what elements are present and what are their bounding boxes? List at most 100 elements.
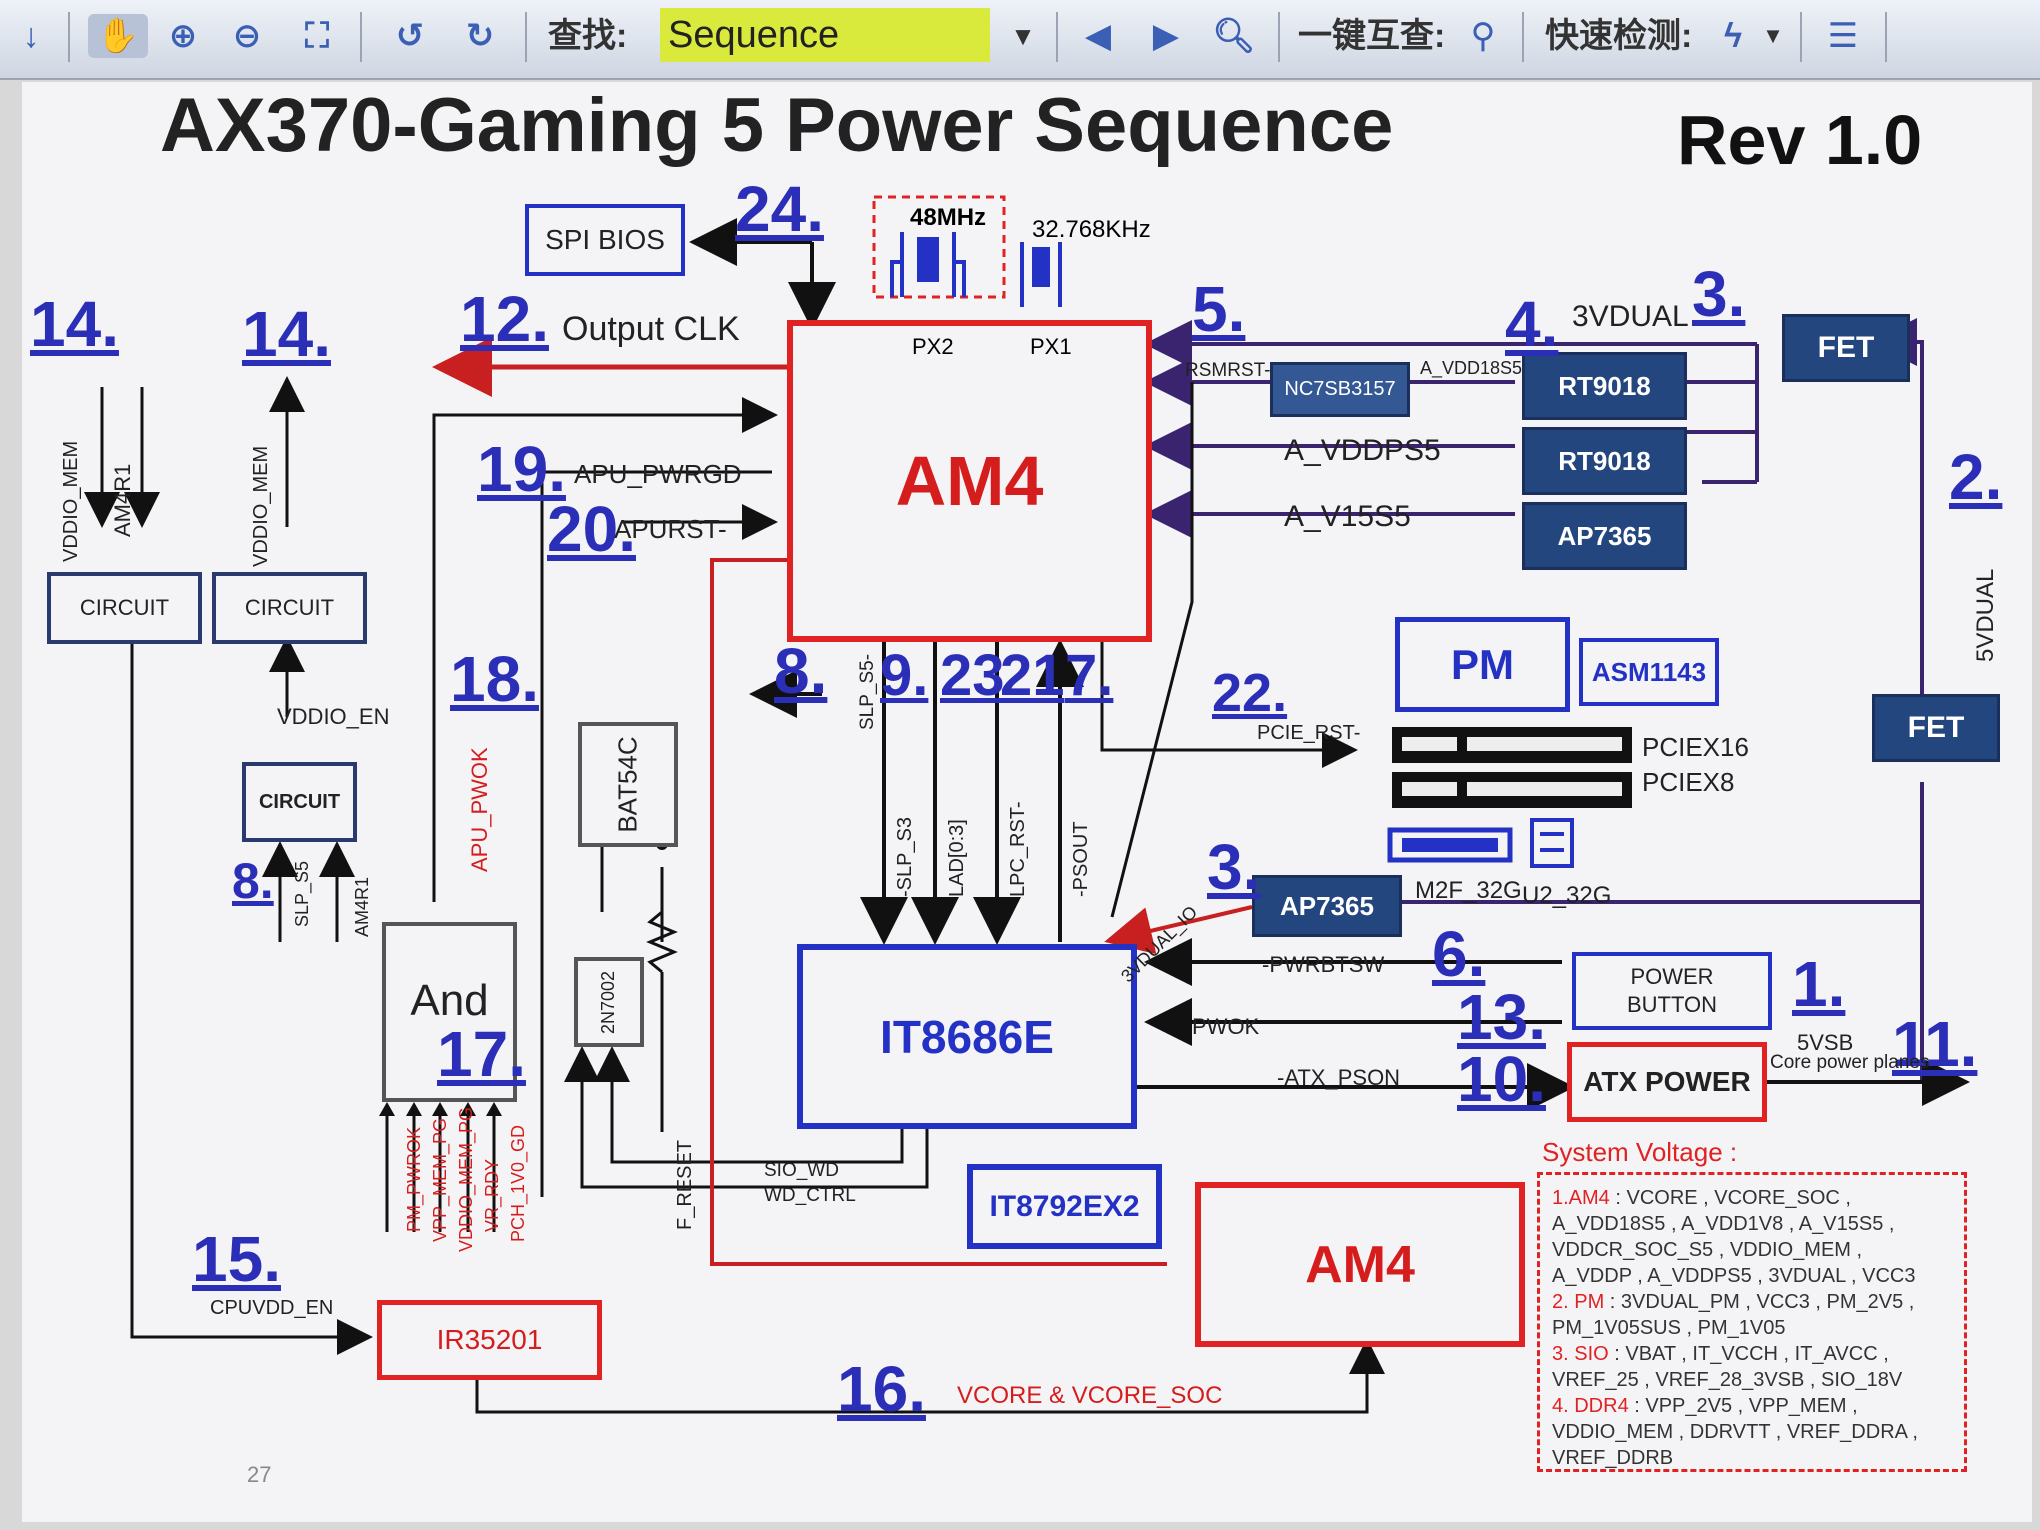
step-19: 19. [477,433,566,505]
system-voltage-text: VDDCR_SOC_S5 , VDDIO_MEM , [1552,1239,1863,1261]
system-voltage-text: VREF_DDRB [1552,1447,1674,1469]
f-reset-label: F_RESET [674,1139,696,1230]
u2-label: U2_32G [1522,882,1612,909]
step-18: 18. [450,643,539,715]
step-20: 20. [547,493,636,565]
am4-core-block: AM4 [1195,1182,1525,1347]
a-vdd18s5-label: A_VDD18S5 [1420,358,1523,378]
apu-pwrgd-label: APU_PWRGD [574,459,742,489]
step-3-lower: 3. [1207,831,1261,903]
pcie-rst-label: PCIE_RST- [1257,722,1361,744]
step-3-top: 3. [1692,258,1746,330]
sio-wd-label: SIO_WD [764,1160,839,1181]
arrow-down-icon[interactable]: ↓ [22,16,40,55]
pciex16-label: PCIEX16 [1642,732,1749,762]
circuit-block-1: CIRCUIT [47,572,202,644]
system-voltage-line: VDDIO_MEM , DDRVTT , VREF_DDRA , [1552,1419,1952,1445]
step-8-top: 8. [774,635,828,707]
next-result-icon[interactable]: ▶ [1152,17,1180,55]
document-list-icon[interactable]: ☰ [1827,17,1859,55]
system-voltage-tag: 1.AM4 [1552,1187,1616,1209]
system-voltage-tag: 2. PM [1552,1291,1610,1313]
step-10: 10. [1457,1043,1546,1115]
step-9: 9. [880,643,929,708]
system-voltage-line: 4. DDR4 : VPP_2V5 , VPP_MEM , [1552,1393,1952,1419]
step-7: 7. [1065,643,1114,708]
pwrbtsw-label: -PWRBTSW [1262,952,1385,977]
apu-pwok-label: APU_PWOK [467,747,492,872]
output-clk-label: Output CLK [562,310,740,348]
system-voltage-text: A_VDD18S5 , A_VDD1V8 , A_V15S5 , [1552,1213,1895,1235]
vddio-mem-label-b: VDDIO_MEM [250,445,272,567]
system-voltage-line: A_VDDP , A_VDDPS5 , 3VDUAL , VCC3 [1552,1263,1952,1289]
cross-check-label: 一键互查: [1298,17,1446,55]
step-12: 12. [460,283,549,355]
nc7sb3157-block: NC7SB3157 [1270,362,1410,417]
power-button-block: POWER BUTTON [1572,952,1772,1030]
circuit-block-2: CIRCUIT [212,572,367,644]
toolbar: ↓ ✋ ⊕ ⊖ ⛶ ↺ ↻ 查找: Sequence ▼ ◀ ▶ 🔍︎ 一键互查… [0,0,2040,80]
wire-layer [84,82,1970,1414]
search-input[interactable]: Sequence [660,8,990,62]
rotate-right-icon[interactable]: ↻ [465,17,495,55]
step-14-left: 14. [30,288,119,360]
previous-result-icon[interactable]: ◀ [1084,17,1112,55]
search-icon[interactable]: 🔍︎ [1212,17,1256,55]
system-voltage-box: 1.AM4 : VCORE , VCORE_SOC ,A_VDD18S5 , A… [1537,1172,1967,1472]
find-label: 查找: [548,17,628,55]
and-gate-block: And [382,922,517,1102]
rt9018-b-block: RT9018 [1522,427,1687,495]
ap7365-b-block: AP7365 [1252,875,1402,937]
5vsb-label: 5VSB [1797,1030,1854,1055]
transistor-block: 2N7002 [574,957,644,1047]
system-voltage-title: System Voltage : [1542,1137,1738,1167]
pciex8-label: PCIEX8 [1642,767,1735,797]
crystal-48mhz-label: 48MHz [910,204,987,231]
dropdown-arrow-icon[interactable]: ▼ [1010,20,1036,51]
zoom-out-icon[interactable]: ⊖ [232,17,262,55]
bat54c-label: BAT54C [612,736,643,833]
system-voltage-line: PM_1V05SUS , PM_1V05 [1552,1315,1952,1341]
pch-1v0-gd-label: PCH_1V0_GD [508,1124,528,1242]
lpc-rst-label: LPC_RST- [1007,801,1029,897]
asm1143-block: ASM1143 [1579,638,1719,706]
am4-cpu-block: AM4 [787,320,1152,642]
system-voltage-text: A_VDDP , A_VDDPS5 , 3VDUAL , VCC3 [1552,1265,1916,1287]
rsmrst-label: RSMRST- [1185,360,1271,381]
step-13: 13. [1457,981,1546,1053]
system-voltage-line: VREF_25 , VREF_28_3VSB , SIO_18V [1552,1367,1952,1393]
system-voltage-tag: 3. SIO [1552,1343,1615,1365]
atx-power-block: ATX POWER [1567,1042,1767,1122]
transistor-label: 2N7002 [598,970,619,1034]
step-16: 16. [837,1353,926,1425]
ap7365-a-block: AP7365 [1522,502,1687,570]
system-voltage-line: 1.AM4 : VCORE , VCORE_SOC , [1552,1185,1952,1211]
system-voltage-line: 2. PM : 3VDUAL_PM , VCC3 , PM_2V5 , [1552,1289,1952,1315]
location-pin-icon[interactable]: ⚲ [1470,17,1496,55]
system-voltage-text: : VPP_2V5 , VPP_MEM , [1634,1395,1858,1417]
lightning-icon[interactable]: ϟ [1724,16,1742,55]
system-voltage-line: A_VDD18S5 , A_VDD1V8 , A_V15S5 , [1552,1211,1952,1237]
step-22: 22. [1212,663,1288,723]
core-power-planes-label: Core power planes [1770,1052,1930,1073]
5vdual-label: 5VDUAL [1972,568,1999,662]
step-5: 5. [1192,273,1246,345]
wd-ctrl-label: WD_CTRL [764,1185,856,1206]
chevron-down-icon[interactable]: ▼ [1762,23,1784,48]
hand-pan-icon[interactable]: ✋ [88,14,148,58]
px2-label: PX2 [912,334,954,359]
zoom-in-icon[interactable]: ⊕ [168,17,198,55]
fit-window-icon[interactable]: ⛶ [305,16,329,55]
step-21: 21 [1000,643,1065,708]
3vdual-label: 3VDUAL [1572,300,1689,333]
vddio-mem-label-a: VDDIO_MEM [60,440,82,562]
pm-block: PM [1395,617,1570,712]
system-voltage-line: VREF_DDRB [1552,1445,1952,1471]
slp-s3-label: -SLP_S3 [894,816,916,897]
schematic-sheet: AX370-Gaming 5 Power Sequence Rev 1.0 SP… [22,82,2032,1522]
lad-label: LAD[0:3] [946,819,968,897]
a-v15s5-label: A_V15S5 [1284,500,1411,533]
diagram-title: AX370-Gaming 5 Power Sequence [160,83,1394,168]
m2f-label: M2F_32G [1415,877,1522,904]
rotate-left-icon[interactable]: ↺ [395,17,425,55]
